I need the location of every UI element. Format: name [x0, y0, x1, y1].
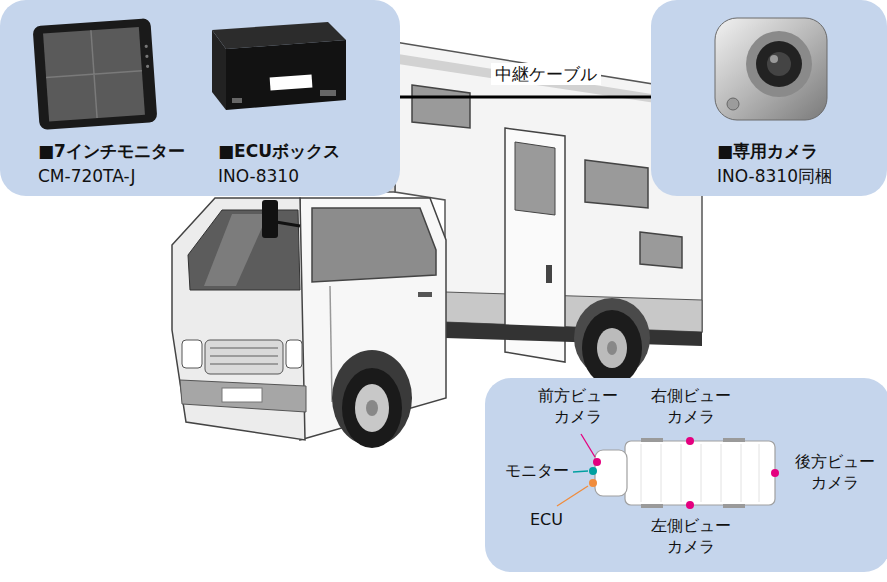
- front-wheel: [332, 350, 412, 448]
- camper-window: [640, 232, 682, 268]
- front-wheel: [342, 368, 402, 448]
- callout-label: ECU: [530, 510, 563, 531]
- model-number: CM-720TA-J: [38, 165, 136, 187]
- camera-photo: [651, 0, 887, 195]
- vehicle-top-view: [641, 504, 663, 508]
- ecu-position-dot: [589, 479, 597, 487]
- monitor-picture: [144, 45, 147, 48]
- camera-picture: [715, 18, 827, 120]
- ecu-box-picture: [212, 22, 346, 110]
- product-heading: ■専用カメラ: [717, 140, 818, 162]
- camera-position-dot: [686, 437, 694, 445]
- camera-picture: [767, 52, 791, 76]
- camper-door: [546, 265, 552, 283]
- vehicle-top-view: [723, 504, 745, 508]
- model-number: INO-8310同梱: [717, 165, 832, 187]
- rear-chassis: [445, 322, 702, 346]
- rear-wheel: [597, 328, 627, 368]
- ecu-box-picture: [226, 40, 346, 110]
- camera-panel: ■専用カメラ INO-8310同梱: [651, 0, 887, 196]
- callout-label: 左側ビュー カメラ: [643, 516, 738, 558]
- side-mirror: [276, 222, 300, 226]
- vehicle-top-view: [595, 450, 627, 496]
- truck-cab: [330, 286, 332, 402]
- vehicle-top-view: [625, 441, 775, 505]
- leader-line: [581, 434, 595, 457]
- camera-picture: [770, 55, 778, 63]
- truck-cab: [312, 208, 436, 282]
- cable-label: 中継ケーブル: [491, 63, 601, 85]
- front-grille: [182, 340, 302, 374]
- camera-picture: [746, 31, 812, 97]
- camera-position-dot: [593, 458, 601, 466]
- product-photos: [0, 0, 400, 190]
- front-bumper: [222, 388, 262, 402]
- monitor-picture: [146, 65, 149, 68]
- ecu-box-picture: [320, 90, 336, 96]
- truck-cab: [172, 198, 305, 440]
- vehicle-top-view: [595, 438, 775, 508]
- front-grille: [286, 340, 302, 368]
- product-heading: ■ECUボックス: [218, 140, 340, 162]
- truck-cab: [300, 198, 446, 440]
- camera-picture: [756, 41, 802, 87]
- callout-label: 前方ビュー カメラ: [530, 386, 625, 428]
- truck-cab: [204, 214, 268, 286]
- front-grille: [210, 348, 278, 364]
- camera-picture: [715, 18, 827, 120]
- truck-cab: [418, 292, 432, 297]
- camper-window: [412, 85, 470, 128]
- side-mirror: [262, 200, 300, 238]
- rear-wheel: [582, 310, 642, 386]
- ecu-position-dot: [589, 479, 597, 487]
- rear-wheel: [582, 310, 642, 386]
- camera-position-dot: [771, 469, 779, 477]
- front-bumper: [180, 380, 306, 412]
- vehicle-top-view: [723, 438, 745, 442]
- monitor-position-dot: [589, 467, 597, 475]
- ecu-box-picture: [212, 30, 226, 110]
- relay-cable-line: [400, 96, 651, 99]
- layout-panel: 前方ビュー カメラ右側ビュー カメラモニター ECU 後方ビュー カメラ左側ビュー …: [485, 378, 887, 572]
- rear-chassis: [445, 298, 702, 378]
- callout-label: 後方ビュー カメラ: [787, 452, 882, 494]
- monitor-picture: [145, 55, 148, 58]
- front-grille: [205, 340, 283, 374]
- rear-wheel: [607, 341, 617, 355]
- side-mirror: [262, 200, 278, 238]
- monitor-picture: [43, 27, 145, 121]
- camper-window: [585, 160, 648, 208]
- camera-position-dot: [686, 501, 694, 509]
- vehicle-top-view: [641, 438, 663, 442]
- front-wheel: [355, 384, 389, 432]
- monitor-picture: [33, 18, 158, 130]
- leader-line: [573, 471, 588, 472]
- product-panel: ■7インチモニター CM-720TA-J ■ECUボックス INO-8310: [0, 0, 400, 196]
- callout-label: モニター: [505, 461, 569, 482]
- model-number: INO-8310: [218, 165, 299, 187]
- ecu-box-picture: [232, 98, 242, 103]
- vehicle-top-view: [641, 444, 759, 502]
- callout-label: 右側ビュー カメラ: [643, 386, 738, 428]
- front-grille: [182, 340, 202, 368]
- camera-picture: [727, 98, 739, 110]
- ecu-box-picture: [270, 75, 313, 91]
- camera-position-dot: [593, 437, 779, 509]
- leader-line: [557, 486, 588, 506]
- front-bumper: [180, 380, 306, 412]
- monitor-picture: [33, 18, 158, 130]
- camper-door: [515, 142, 555, 215]
- front-wheel: [366, 400, 378, 416]
- monitor-position-dot: [589, 467, 597, 475]
- monitor-picture: [43, 27, 145, 121]
- product-heading: ■7インチモニター: [38, 140, 185, 162]
- truck-cab: [188, 210, 300, 290]
